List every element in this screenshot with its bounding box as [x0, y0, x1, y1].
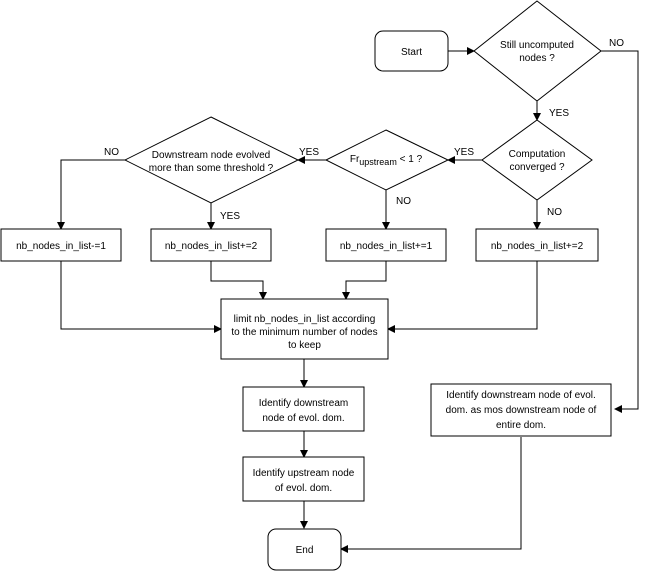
- nb-nodes-plus-1-process: nb_nodes_in_list+=1: [325, 228, 447, 262]
- computation-converged-label-line1: Computation: [509, 149, 566, 160]
- identify-entire-label-line1: Identify downstream node of evol.: [446, 390, 596, 401]
- downstream-evolved-label-line2: more than some threshold ?: [149, 163, 274, 174]
- label-still-no: NO: [609, 38, 624, 49]
- label-converged-no: NO: [547, 207, 562, 218]
- nb-nodes-plus-2-right-process: nb_nodes_in_list+=2: [475, 228, 599, 262]
- fr-upstream-decision: Frupstream < 1 ?: [324, 129, 450, 191]
- nb-nodes-plus-1-label: nb_nodes_in_list+=1: [340, 241, 433, 252]
- downstream-evolved-decision: Downstream node evolved more than some t…: [123, 116, 300, 204]
- label-fr-yes: YES: [299, 147, 319, 158]
- start-node: Start: [374, 30, 449, 72]
- fr-upstream-label: Frupstream < 1 ?: [350, 154, 423, 167]
- identify-upstream-label-line1: Identify upstream node: [253, 468, 355, 479]
- downstream-evolved-label-line1: Downstream node evolved: [152, 150, 270, 161]
- identify-entire-dom-process: Identify downstream node of evol. dom. a…: [430, 383, 612, 437]
- edge-entire-to-end: [340, 437, 522, 553]
- label-fr-no: NO: [396, 196, 411, 207]
- computation-converged-decision: Computation converged ?: [481, 119, 593, 201]
- identify-upstream-process: Identify upstream node of evol. dom.: [242, 456, 365, 502]
- label-still-yes: YES: [549, 108, 569, 119]
- limit-nodes-label-line3: to keep: [288, 340, 321, 351]
- edge-plus2right-to-limit: [387, 261, 538, 333]
- fr-label-rest: < 1 ?: [397, 154, 423, 165]
- identify-downstream-process: Identify downstream node of evol. dom.: [242, 386, 365, 432]
- identify-entire-label-line2: dom. as mos downstream node of: [446, 405, 597, 416]
- nb-nodes-plus-2-left-label: nb_nodes_in_list+=2: [165, 241, 258, 252]
- nb-nodes-plus-2-left-process: nb_nodes_in_list+=2: [150, 228, 272, 262]
- limit-nodes-process: limit nb_nodes_in_list according to the …: [220, 298, 389, 360]
- edge-plus1-to-limit: [342, 261, 387, 300]
- limit-nodes-label-line1: limit nb_nodes_in_list according: [234, 314, 376, 325]
- still-uncomputed-label-line1: Still uncomputed: [500, 40, 574, 51]
- edge-plus2left-to-limit: [210, 261, 267, 300]
- nb-nodes-minus-1-process: nb_nodes_in_list-=1: [0, 228, 122, 262]
- still-uncomputed-decision: Still uncomputed nodes ?: [473, 0, 602, 102]
- label-downstream-no: NO: [104, 147, 119, 158]
- fr-label-main: Fr: [350, 154, 360, 165]
- limit-nodes-label-line2: to the minimum number of nodes: [231, 327, 377, 338]
- edge-minus1-to-limit: [60, 261, 222, 333]
- edge-downstream-no: [57, 159, 125, 230]
- still-uncomputed-label-line2: nodes ?: [519, 53, 555, 64]
- identify-upstream-label-line2: of evol. dom.: [275, 483, 332, 494]
- start-label: Start: [401, 47, 422, 58]
- nb-nodes-minus-1-label: nb_nodes_in_list-=1: [16, 241, 106, 252]
- end-node: End: [267, 528, 342, 571]
- identify-downstream-label-line2: node of evol. dom.: [262, 413, 344, 424]
- computation-converged-label-line2: converged ?: [509, 162, 564, 173]
- label-converged-yes: YES: [454, 147, 474, 158]
- fr-label-subscript: upstream: [359, 157, 397, 167]
- identify-entire-label-line3: entire dom.: [496, 420, 546, 431]
- label-downstream-yes: YES: [220, 211, 240, 222]
- nb-nodes-plus-2-right-label: nb_nodes_in_list+=2: [491, 241, 584, 252]
- identify-downstream-label-line1: Identify downstream: [259, 398, 349, 409]
- edge-still-no: [601, 50, 639, 413]
- end-label: End: [296, 545, 314, 556]
